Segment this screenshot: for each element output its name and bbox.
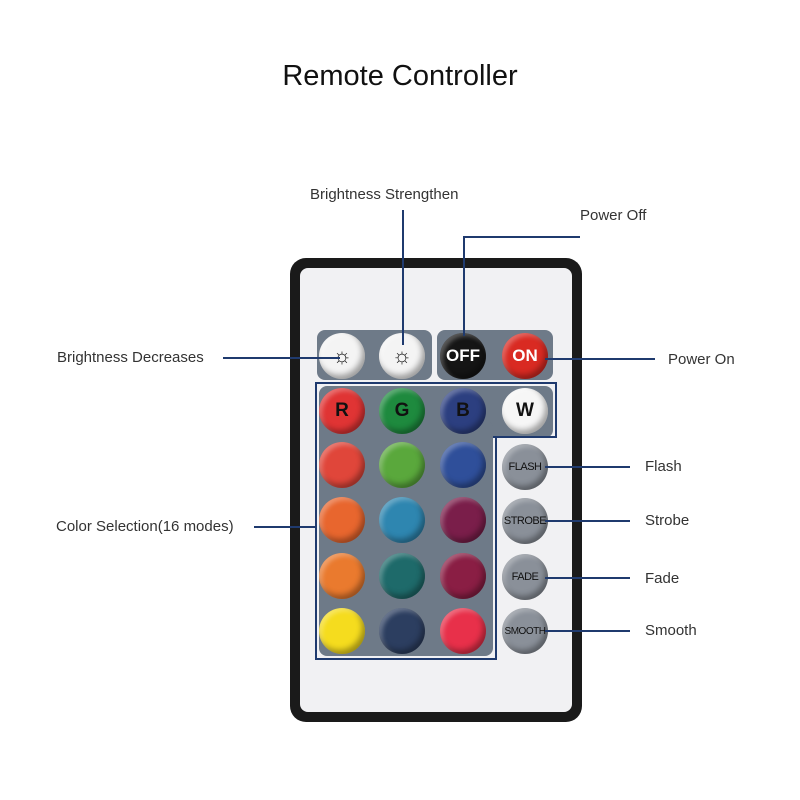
callout-line <box>254 526 316 528</box>
callout-line <box>545 466 630 468</box>
blue-button[interactable]: B <box>440 388 486 434</box>
green-button[interactable]: G <box>379 388 425 434</box>
color-button[interactable] <box>440 442 486 488</box>
color-button[interactable] <box>440 608 486 654</box>
color-button[interactable] <box>319 553 365 599</box>
off-button[interactable]: OFF <box>440 333 486 379</box>
label-strobe: Strobe <box>645 512 690 529</box>
label-flash: Flash <box>645 458 682 475</box>
color-outline <box>315 436 497 660</box>
callout-line <box>223 357 340 359</box>
callout-line <box>545 358 655 360</box>
label-fade: Fade <box>645 570 680 587</box>
color-button[interactable] <box>379 553 425 599</box>
brightness-down-button[interactable]: ☼ <box>319 333 365 379</box>
flash-button[interactable]: FLASH <box>502 444 548 490</box>
color-outline-top <box>315 382 557 438</box>
callout-line <box>545 520 630 522</box>
callout-line <box>463 236 580 238</box>
label-power-off: Power Off <box>580 207 647 224</box>
label-color-selection: Color Selection(16 modes) <box>56 518 234 535</box>
smooth-button[interactable]: SMOOTH <box>502 608 548 654</box>
callout-line <box>493 436 555 438</box>
label-brightness-strengthen: Brightness Strengthen <box>310 186 459 203</box>
color-button[interactable] <box>440 497 486 543</box>
color-button[interactable] <box>379 497 425 543</box>
callout-line <box>545 577 630 579</box>
color-button[interactable] <box>379 442 425 488</box>
on-button[interactable]: ON <box>502 333 548 379</box>
callout-line <box>463 236 465 336</box>
label-brightness-decreases: Brightness Decreases <box>57 349 204 366</box>
color-button[interactable] <box>379 608 425 654</box>
fade-button[interactable]: FADE <box>502 554 548 600</box>
white-button[interactable]: W <box>502 388 548 434</box>
label-power-on: Power On <box>668 351 735 368</box>
color-button[interactable] <box>319 608 365 654</box>
strobe-button[interactable]: STROBE <box>502 498 548 544</box>
red-button[interactable]: R <box>319 388 365 434</box>
color-button[interactable] <box>319 497 365 543</box>
callout-line <box>402 210 404 345</box>
sun-up-icon: ☼ <box>391 343 413 368</box>
color-button[interactable] <box>440 553 486 599</box>
label-smooth: Smooth <box>645 622 697 639</box>
sun-down-icon: ☼ <box>331 343 353 368</box>
title: Remote Controller <box>282 60 518 92</box>
callout-line <box>545 630 630 632</box>
color-button[interactable] <box>319 442 365 488</box>
